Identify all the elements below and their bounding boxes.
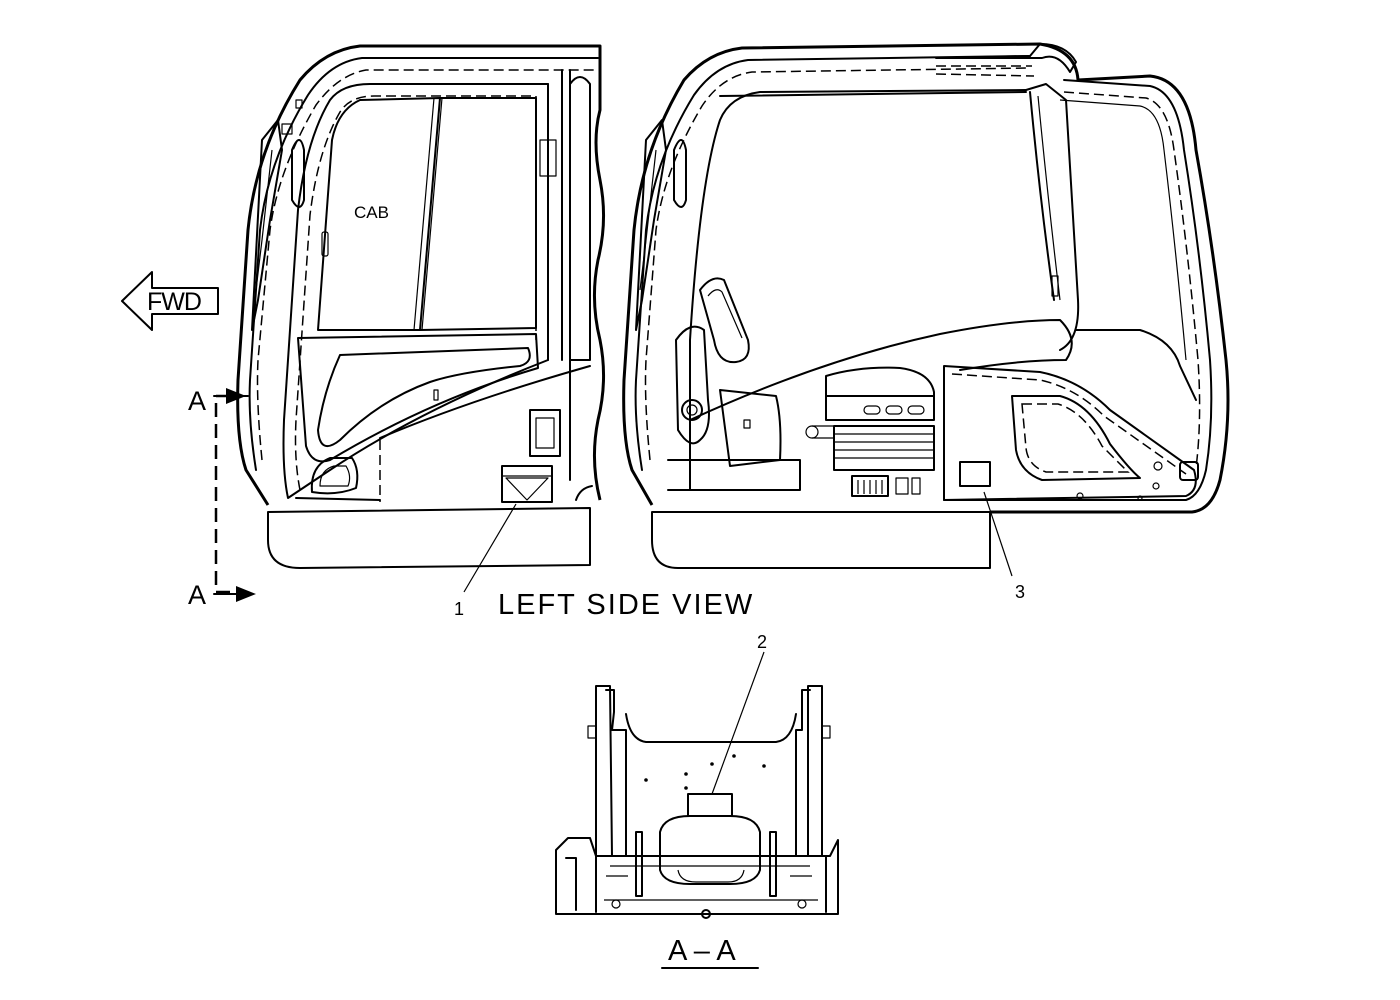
- cab-exterior-view: [236, 44, 606, 569]
- cab-interior-view: [622, 42, 1230, 569]
- callout-1: 1: [454, 599, 464, 619]
- section-view-title: A – A: [668, 935, 736, 967]
- callout-2: 2: [757, 632, 767, 652]
- callout-1-leader: [463, 503, 517, 593]
- cab-label: CAB: [354, 203, 389, 222]
- callout-3: 3: [1015, 582, 1025, 602]
- fwd-label: FWD: [147, 288, 201, 316]
- callout-2-leader: [711, 651, 765, 795]
- forward-arrow-icon: [121, 271, 219, 331]
- section-cut-line: [213, 388, 256, 602]
- callout-3-leader: [983, 491, 1013, 577]
- section-marker-bottom: A: [188, 580, 206, 610]
- view-title: LEFT SIDE VIEW: [498, 589, 754, 621]
- section-marker-top: A: [188, 386, 206, 416]
- section-a-a-view: [555, 685, 839, 919]
